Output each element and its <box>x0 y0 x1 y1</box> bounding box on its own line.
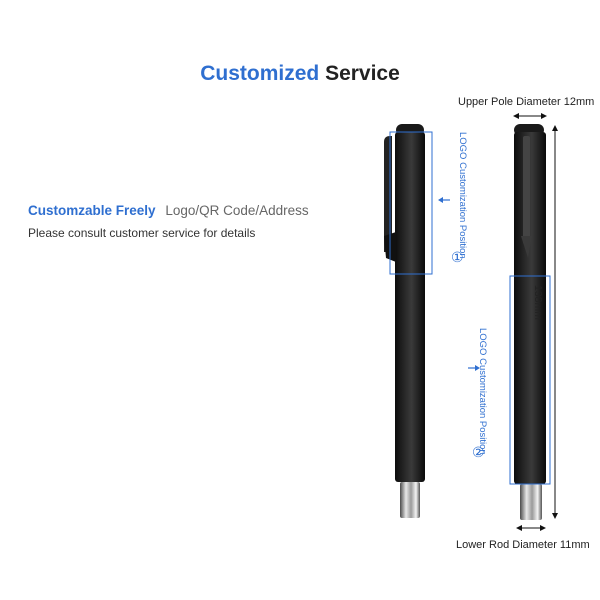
title-highlight: Customized <box>200 62 320 85</box>
customization-headline-strong: Customzable Freely <box>28 203 156 218</box>
logo-position-2-box <box>509 275 551 485</box>
customization-headline: Customzable Freely Logo/QR Code/Address <box>28 203 309 218</box>
logo-position-1-number: ① <box>451 249 464 265</box>
upper-diameter-label: Upper Pole Diameter 12mm <box>458 96 595 108</box>
title-rest: Service <box>325 62 400 85</box>
customization-note: Please consult customer service for deta… <box>28 226 256 240</box>
logo-position-2-number: ② <box>472 444 485 460</box>
lower-diameter-label: Lower Rod Diameter 11mm <box>456 539 590 551</box>
logo-position-1-label: LOGO Customization Position <box>457 132 468 259</box>
right-pen <box>514 124 546 520</box>
logo-position-2-label: LOGO Customization Position <box>477 328 488 455</box>
logo-position-1-box <box>389 131 433 275</box>
page-title: Customized Service <box>0 62 600 86</box>
length-label: 138mm <box>532 285 544 321</box>
customization-options: Logo/QR Code/Address <box>165 203 309 218</box>
